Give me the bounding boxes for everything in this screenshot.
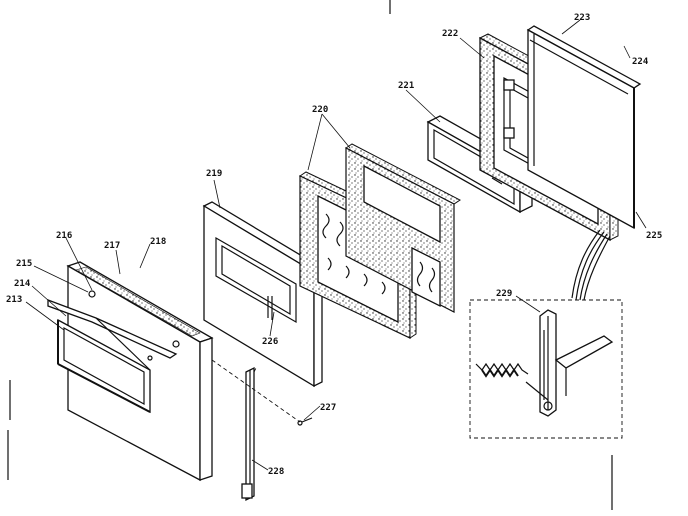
label-226: 226 — [262, 337, 278, 347]
label-225: 225 — [646, 231, 662, 241]
insulation-batt-rear — [345, 143, 461, 313]
wire-bundle — [571, 229, 611, 301]
alignment-lines — [211, 359, 301, 423]
label-224: 224 — [632, 57, 649, 67]
label-222: 222 — [442, 29, 458, 39]
glass-panel — [526, 25, 642, 230]
label-220: 220 — [312, 105, 328, 115]
label-218: 218 — [150, 237, 166, 247]
inner-door-panel — [202, 201, 324, 388]
label-227: 227 — [320, 403, 336, 413]
leader-lines — [25, 19, 647, 471]
outer-door-panel — [47, 261, 214, 482]
label-223: 223 — [574, 13, 590, 23]
label-214: 214 — [14, 279, 31, 289]
hinge-strip — [241, 366, 255, 502]
label-216: 216 — [56, 231, 72, 241]
label-213: 213 — [6, 295, 22, 305]
edge-marks — [7, 0, 613, 510]
screw-227 — [297, 417, 313, 426]
label-219: 219 — [206, 169, 222, 179]
label-221: 221 — [398, 81, 414, 91]
label-228: 228 — [268, 467, 284, 477]
hinge-detail-box — [469, 299, 623, 439]
label-215: 215 — [16, 259, 32, 269]
label-217: 217 — [104, 241, 120, 251]
label-229: 229 — [496, 289, 512, 299]
part-labels: 213 214 215 216 217 218 219 220 221 222 … — [6, 13, 662, 477]
